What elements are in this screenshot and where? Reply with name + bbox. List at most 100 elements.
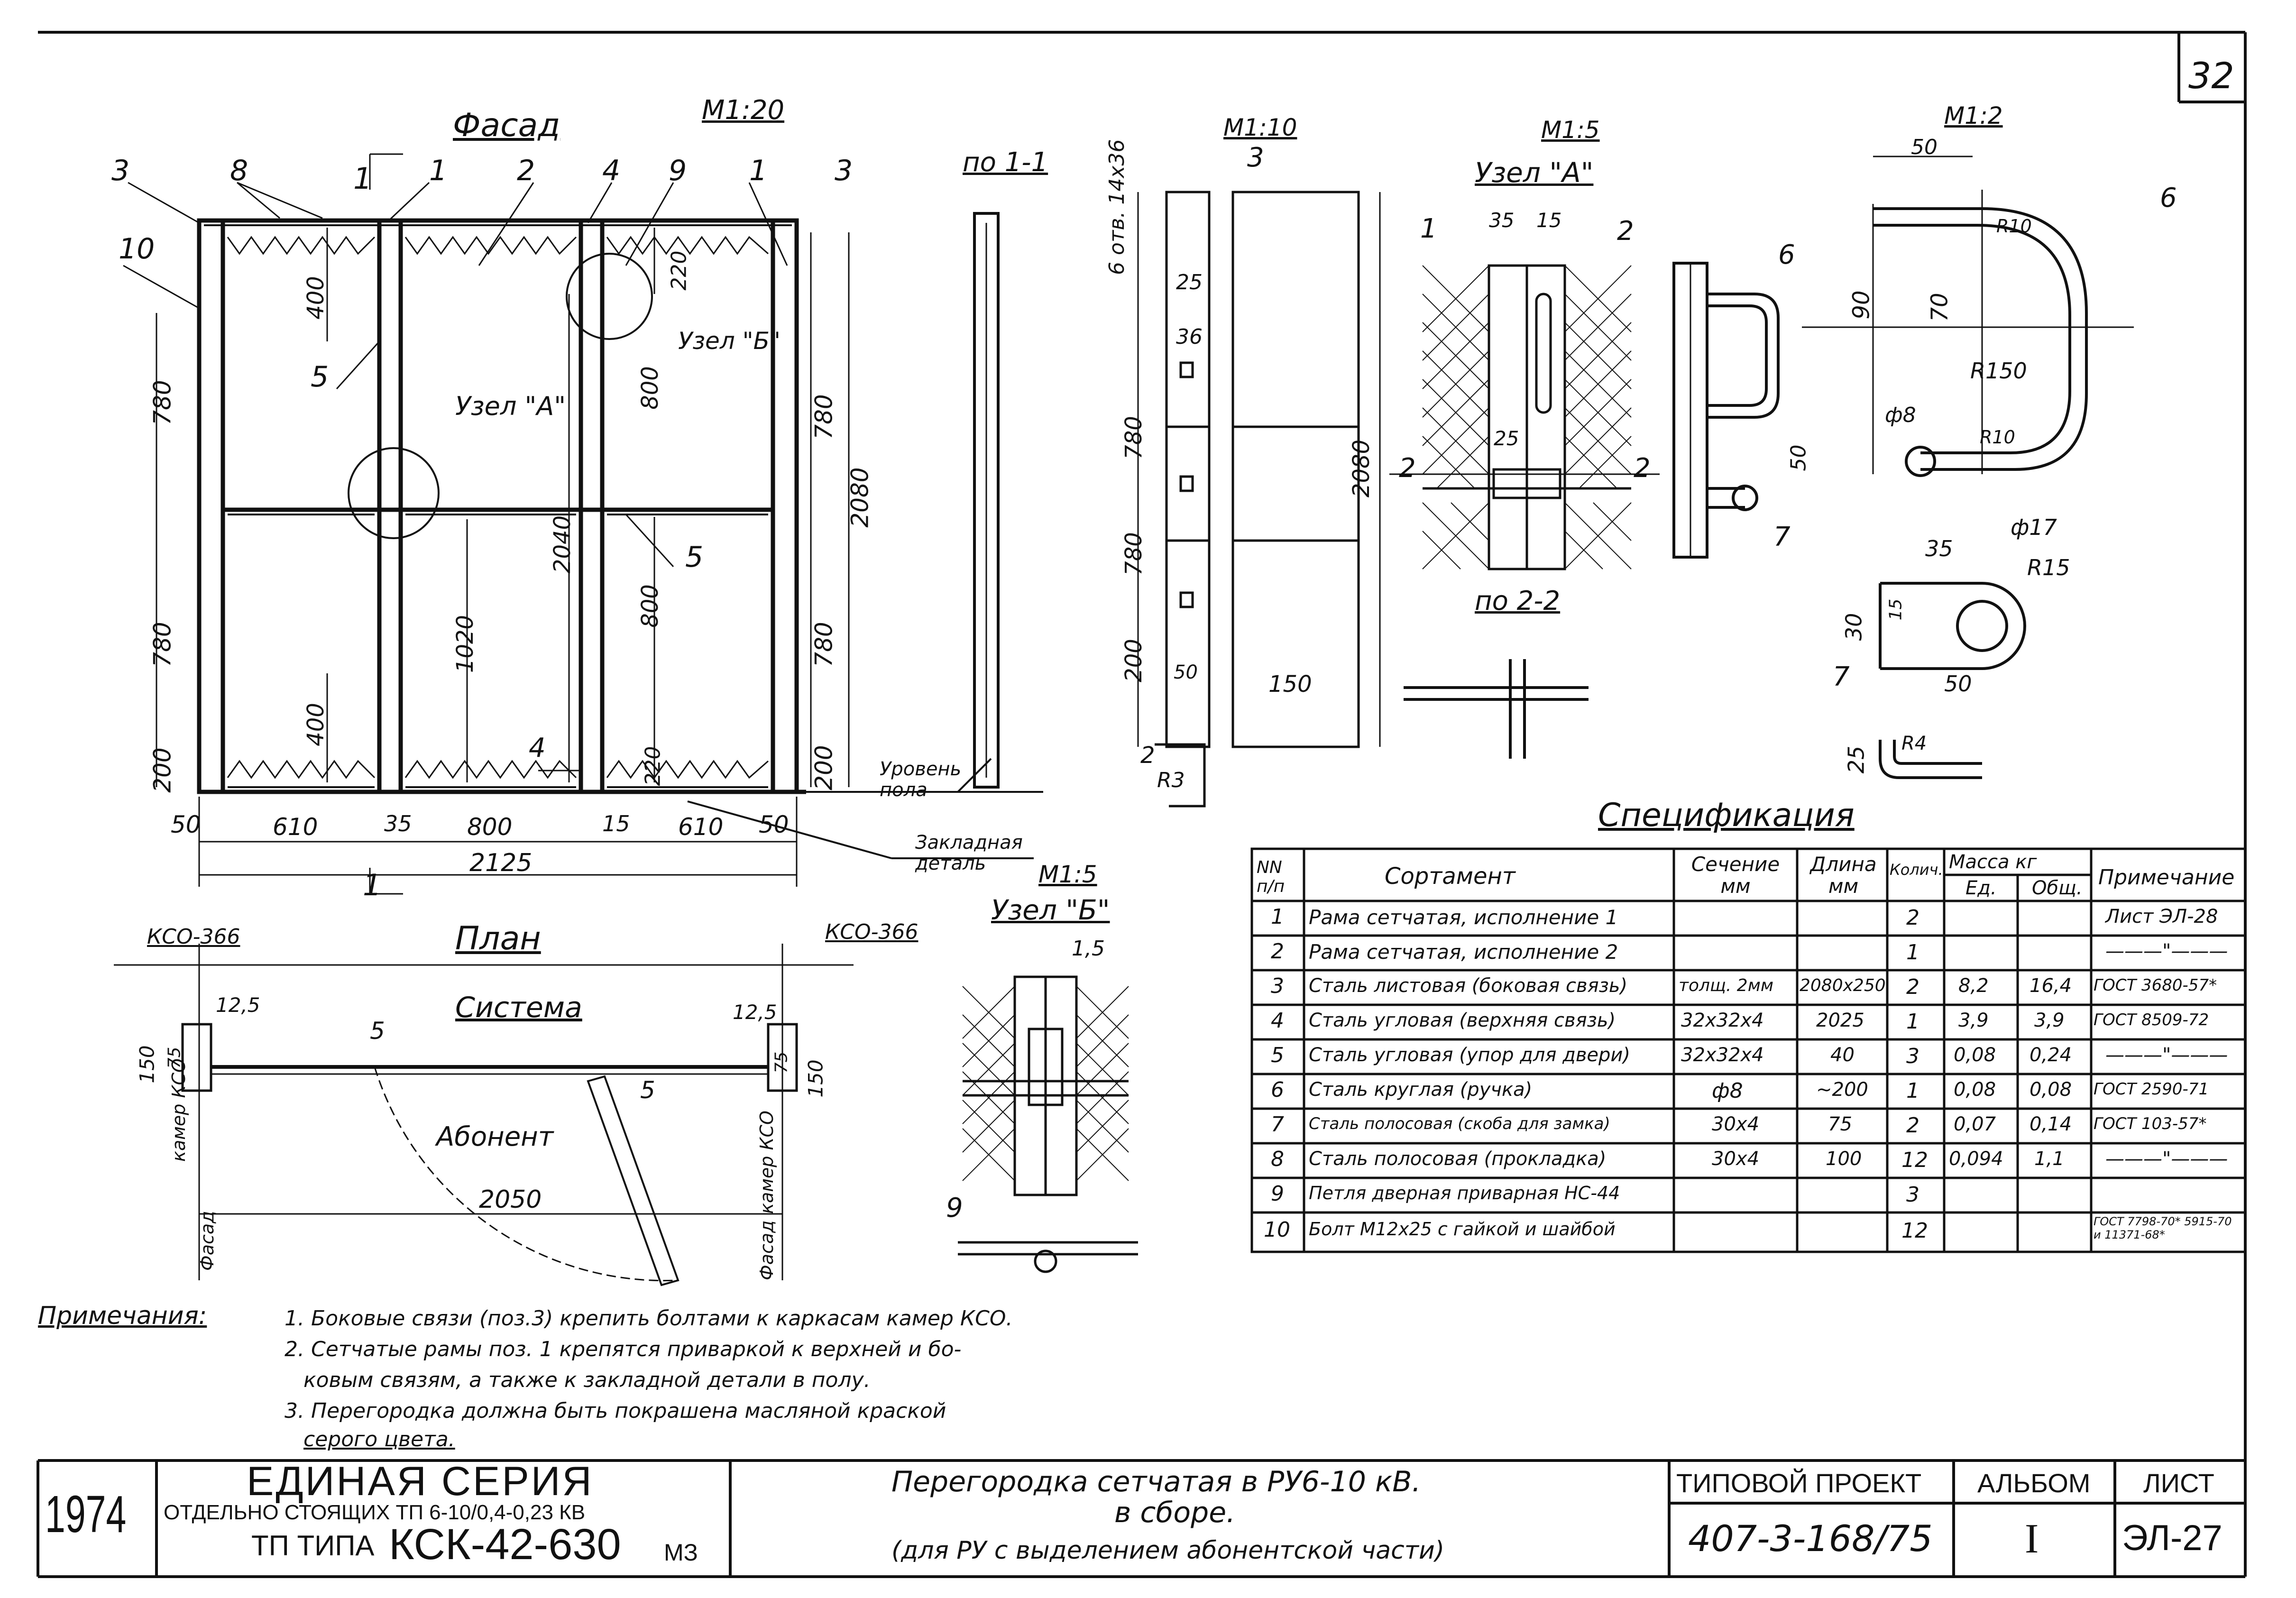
- drawing-title-line2: в сборе.: [1114, 1496, 1236, 1529]
- detail-3-dim: 36: [1176, 325, 1203, 349]
- spec-cell-name: Рама сетчатая, исполнение 1: [1309, 906, 1618, 929]
- spec-cell-name: Болт М12х25 с гайкой и шайбой: [1309, 1219, 1616, 1240]
- spec-cell-length: 2025: [1816, 1010, 1864, 1031]
- node-a-view: [1389, 264, 1660, 759]
- spec-cell-total: 3,9: [2034, 1010, 2065, 1031]
- detail-6-dim: R10: [1980, 427, 2015, 448]
- embedded-part-label: Закладная деталь: [915, 832, 1023, 874]
- dim-v: 780: [148, 380, 176, 425]
- note-line: 1. Боковые связи (поз.3) крепить болтами…: [285, 1306, 1013, 1331]
- spec-cell-qty: 12: [1901, 1148, 1928, 1172]
- spec-cell-qty: 2: [1906, 906, 1919, 930]
- note-line: 3. Перегородка должна быть покрашена мас…: [285, 1399, 946, 1423]
- spec-cell-note: ГОСТ 2590-71: [2094, 1080, 2209, 1099]
- plan-dim: 12,5: [216, 993, 260, 1017]
- sheet-label: ЛИСТ: [2143, 1468, 2214, 1498]
- spec-cell-name: Сталь полосовая (скоба для замка): [1309, 1114, 1610, 1133]
- dim-v: 780: [810, 394, 838, 440]
- dim-h: 50: [759, 811, 789, 838]
- facade-callout: 4: [602, 154, 621, 187]
- spec-cell-qty: 1: [1906, 1079, 1919, 1103]
- dim-h: 2125: [469, 849, 533, 877]
- spec-cell-section: ф8: [1712, 1079, 1743, 1103]
- spec-cell-nn: 8: [1271, 1147, 1284, 1171]
- detail-6-scale: М1:2: [1944, 102, 2003, 129]
- spec-header-assortment: Сортамент: [1385, 863, 1515, 890]
- spec-cell-total: 16,4: [2030, 975, 2072, 997]
- spec-cell-note: ———"———: [2105, 940, 2228, 962]
- plan-label-right: камер КСО: [756, 1111, 777, 1214]
- spec-header-section: Сечение мм: [1691, 853, 1780, 898]
- spec-cell-unit: 3,9: [1958, 1010, 1989, 1031]
- detail-3-dim: 780: [1120, 416, 1147, 459]
- spec-header-mass: Масса кг: [1949, 851, 2037, 873]
- plan-kso-left: КСО-366: [147, 925, 240, 949]
- facade-view: [123, 153, 1043, 895]
- dim-v: 2080: [846, 467, 874, 528]
- spec-cell-name: Рама сетчатая, исполнение 2: [1309, 940, 1618, 964]
- node-a-callout: 2: [1634, 453, 1651, 484]
- spec-cell-note: Лист ЭЛ-28: [2105, 906, 2218, 928]
- spec-cell-nn: 7: [1271, 1112, 1284, 1137]
- plan-system-label: Система: [455, 991, 582, 1024]
- dim-v: 1020: [452, 615, 479, 673]
- spec-cell-unit: 0,08: [1954, 1079, 1996, 1101]
- spec-cell-nn: 4: [1271, 1009, 1284, 1033]
- plan-dim: 75: [771, 1051, 791, 1074]
- dim-h: 800: [467, 813, 513, 841]
- facade-callout: 1: [749, 154, 768, 187]
- album-number: I: [2025, 1516, 2039, 1562]
- spec-cell-name: Сталь угловая (упор для двери): [1309, 1044, 1631, 1066]
- detail-6-dim: ф8: [1885, 403, 1916, 427]
- handle-assembly: [1672, 262, 1780, 559]
- title-year: 1974: [45, 1485, 127, 1543]
- detail-6-dim: R10: [1996, 216, 2032, 237]
- spec-cell-section: 30х4: [1712, 1113, 1760, 1135]
- detail-7-dim: 35: [1925, 536, 1953, 561]
- spec-cell-total: 0,08: [2030, 1079, 2072, 1101]
- spec-cell-name: Петля дверная приварная НС-44: [1309, 1183, 1620, 1203]
- dim-v: 220: [667, 250, 691, 291]
- spec-cell-nn: 1: [1271, 905, 1284, 929]
- detail-3-dim: 2: [1140, 742, 1155, 769]
- detail-3-view: [1137, 191, 1381, 808]
- detail-3-dim: R3: [1157, 768, 1185, 792]
- title-series-line3b: КСК-42-630: [389, 1520, 621, 1569]
- section-1-1-title: по 1-1: [963, 147, 1048, 178]
- sheet-code: ЭЛ-27: [2122, 1518, 2223, 1558]
- facade-title: Фасад: [453, 107, 560, 144]
- spec-cell-name: Сталь круглая (ручка): [1309, 1079, 1533, 1101]
- spec-cell-note: ГОСТ 8509-72: [2094, 1010, 2209, 1029]
- dim-v: 800: [636, 366, 663, 410]
- detail-7-view: [1879, 582, 2026, 779]
- note-line: серого цвета.: [303, 1427, 455, 1451]
- dim-h: 610: [273, 813, 318, 841]
- detail-3-dim: 150: [1268, 671, 1312, 698]
- spec-cell-nn: 10: [1264, 1218, 1290, 1242]
- facade-callout: 3: [835, 154, 853, 187]
- plan-subscriber-label: Абонент: [436, 1121, 554, 1152]
- spec-cell-section: 32х32х4: [1681, 1010, 1764, 1031]
- detail-7-dim: ф17: [2011, 514, 2057, 540]
- handle-callout: 7: [1773, 522, 1791, 552]
- spec-cell-note: ———"———: [2105, 1148, 2228, 1170]
- section-1-1-view: [973, 212, 1000, 789]
- node-a-callout: 1: [1420, 213, 1437, 244]
- dim-h: 35: [384, 811, 412, 836]
- spec-cell-name: Сталь полосовая (прокладка): [1309, 1148, 1607, 1170]
- spec-cell-total: 1,1: [2034, 1148, 2065, 1170]
- detail-7-pos: 7: [1833, 661, 1850, 692]
- detail-7-dim: 15: [1886, 598, 1906, 621]
- node-a-label: Узел "А": [455, 391, 566, 421]
- detail-6-dim: 90: [1848, 290, 1875, 320]
- spec-cell-unit: 0,08: [1954, 1044, 1996, 1066]
- spec-cell-qty: 1: [1906, 1010, 1919, 1034]
- drawing-title-line3: (для РУ с выделением абонентской части): [891, 1536, 1445, 1565]
- floor-level-label: Уровень пола: [880, 758, 962, 801]
- spec-table-grid: [1250, 847, 2247, 1253]
- node-a-dim: 25: [1494, 427, 1519, 450]
- facade-callout: 3: [111, 154, 130, 187]
- spec-header-qty: Колич.: [1890, 861, 1943, 879]
- dim-h: 610: [678, 813, 724, 841]
- spec-cell-nn: 9: [1271, 1182, 1284, 1206]
